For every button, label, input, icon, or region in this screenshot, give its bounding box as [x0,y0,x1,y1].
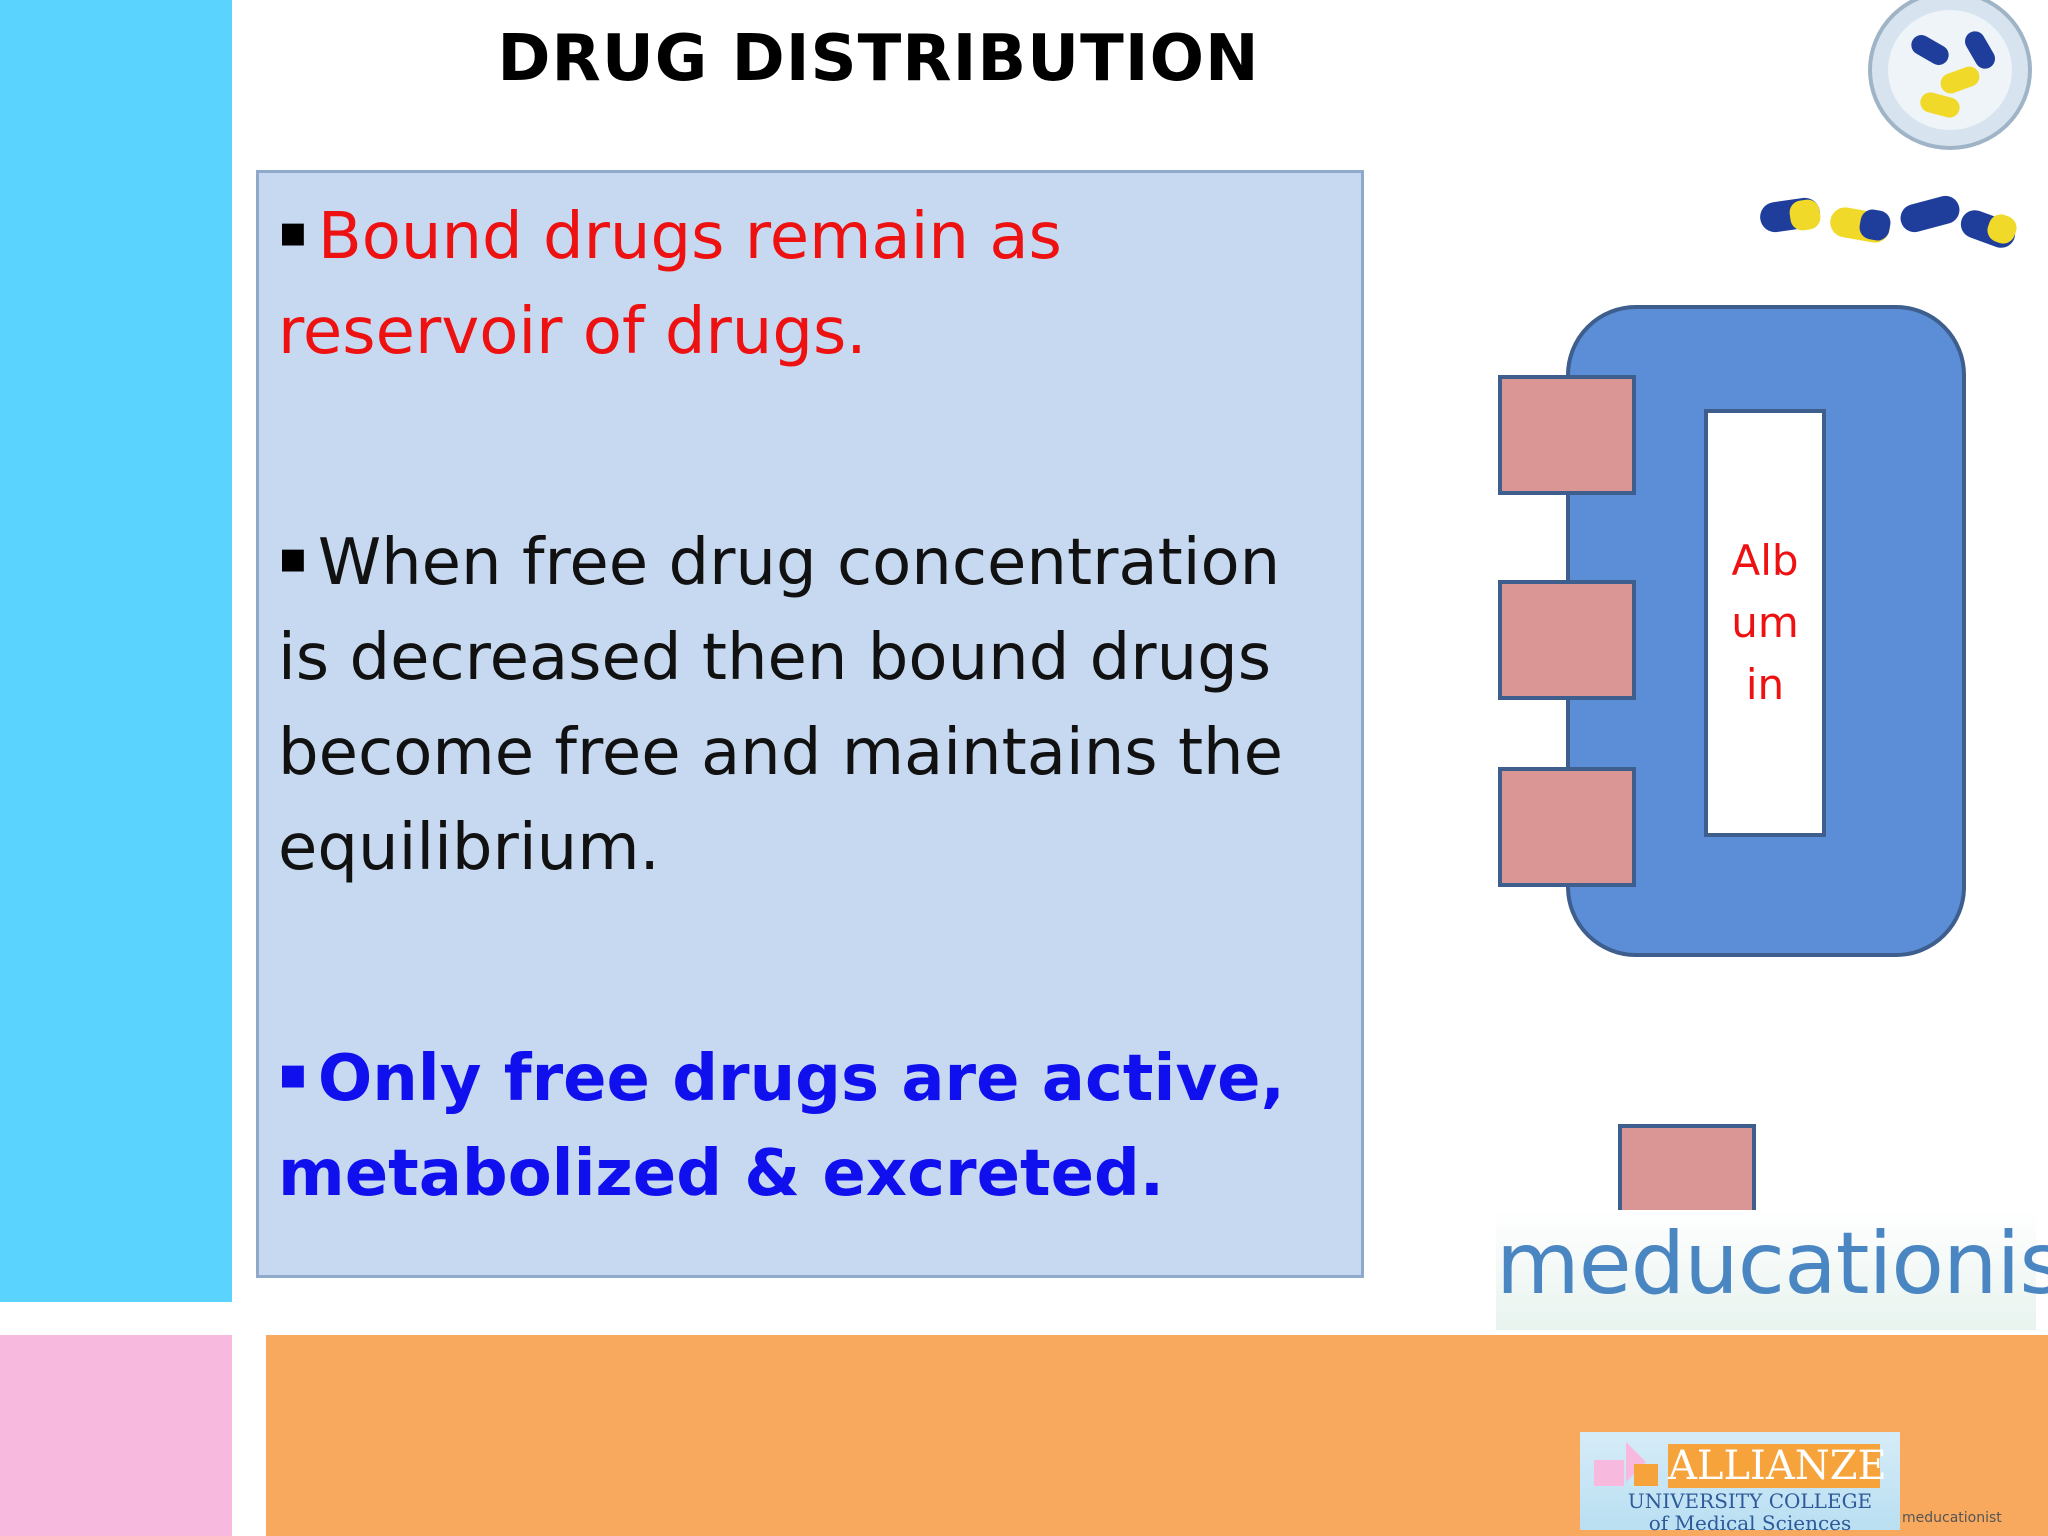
meducationist-text: meducationist [1496,1214,2048,1314]
bottom-left-pink-block [0,1335,232,1536]
bullet-marker-icon: ▪ [278,532,308,583]
bullet-text: When free drug concentration is decrease… [278,526,1283,885]
bound-drug-square [1498,767,1636,887]
logo-subtitle: UNIVERSITY COLLEGE of Medical Sciences [1610,1490,1890,1534]
content-box [256,170,1364,1278]
bullet-marker-icon: ▪ [278,206,308,257]
albumin-label-line: Alb [1731,536,1799,585]
logo-allianze-text: ALLIANZE [1668,1443,1887,1489]
bullet-free-drugs: ▪Only free drugs are active, metabolized… [278,1026,1348,1222]
bullet-equilibrium: ▪When free drug concentration is decreas… [278,510,1348,896]
albumin-label-line: um [1731,598,1799,647]
logo-line-2: of Medical Sciences [1648,1511,1852,1535]
pill-bottle-icon [1760,0,2032,248]
bound-drug-square [1498,580,1636,700]
albumin-label-box: Alb um in [1704,409,1826,837]
logo-small-text: meducationist [1902,1510,2002,1526]
meducationist-watermark: meducationistsm [1496,1210,2048,1330]
allianze-logo-icon [1594,1442,1658,1486]
slide-title: DRUG DISTRIBUTION [497,22,1260,96]
logo-line-1: UNIVERSITY COLLEGE [1627,1489,1873,1513]
bullet-text: Bound drugs remain as reservoir of drugs… [278,200,1062,369]
bullet-reservoir: ▪Bound drugs remain as reservoir of drug… [278,184,1348,380]
left-cyan-bar [0,0,232,1302]
albumin-label-line: in [1745,660,1785,709]
bound-drug-square [1498,375,1636,495]
bullet-marker-icon: ▪ [278,1048,308,1099]
bullet-text: Only free drugs are active, metabolized … [278,1042,1285,1211]
